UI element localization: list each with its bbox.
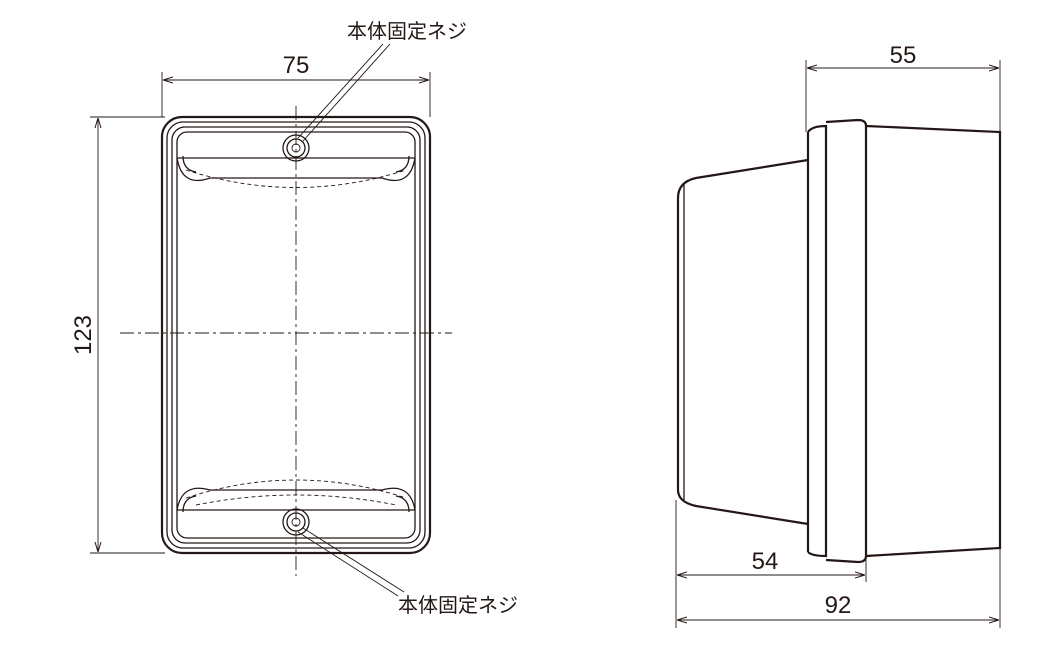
height-dimension-value: 123 bbox=[70, 315, 97, 355]
top-hidden-curve bbox=[185, 169, 407, 188]
side-view: 55 54 92 bbox=[675, 42, 1002, 628]
top-screw-leader-2 bbox=[297, 43, 384, 139]
bottom-screw-leader bbox=[302, 527, 405, 593]
top-cover-edge-r bbox=[395, 155, 410, 173]
top-screw-label: 本体固定ネジ bbox=[347, 19, 467, 43]
side-cover bbox=[676, 158, 809, 526]
top-screw-leader bbox=[302, 43, 391, 142]
side-flange-outer bbox=[825, 118, 868, 564]
side-body bbox=[865, 124, 1002, 558]
front-view: 75 123 本体固定ネジ 本体固定ネジ bbox=[70, 19, 518, 617]
side-flange bbox=[806, 124, 828, 558]
depth-mid-dimension-value: 54 bbox=[752, 548, 779, 575]
bottom-hidden-curve-2 bbox=[195, 494, 397, 506]
depth-top-dimension-value: 55 bbox=[890, 42, 917, 69]
bottom-screw-leader-2 bbox=[297, 531, 399, 597]
bottom-cover-edge bbox=[182, 495, 197, 513]
bottom-screw-label: 本体固定ネジ bbox=[398, 593, 518, 617]
bottom-cover-edge-r bbox=[395, 495, 410, 513]
width-dimension-value: 75 bbox=[283, 52, 310, 79]
frame-inner-edge-1 bbox=[166, 121, 426, 549]
depth-total-dimension-value: 92 bbox=[825, 592, 852, 619]
top-cover-edge bbox=[182, 155, 197, 173]
bottom-hidden-curve bbox=[185, 479, 407, 499]
